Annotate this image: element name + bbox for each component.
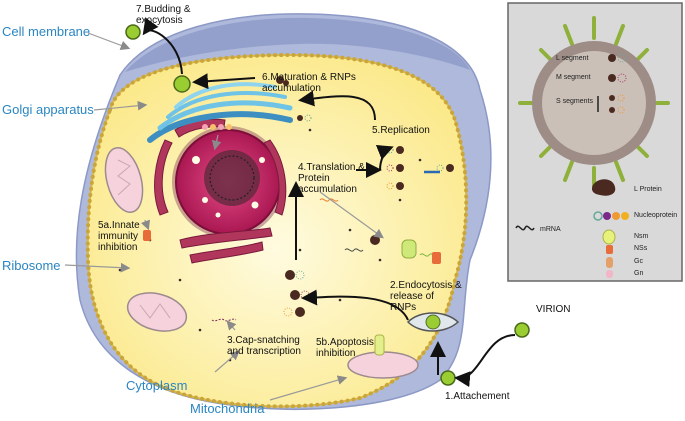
mitochondria-shapes <box>104 147 419 379</box>
label-golgi-apparatus: Golgi apparatus <box>2 102 94 117</box>
legend-l-protein: L Protein <box>634 186 662 193</box>
step-attachment: 1.Attachement <box>445 391 510 402</box>
process-arrows <box>142 17 516 388</box>
legend-gn: Gn <box>634 270 644 277</box>
legend-panel <box>507 2 683 282</box>
endoplasmic-reticulum <box>154 118 287 264</box>
cell-membrane-dots <box>85 52 469 409</box>
legend-nss: NSs <box>634 245 648 252</box>
legend-mrna: mRNA <box>540 226 561 233</box>
legend-l-segment: L segment <box>556 55 589 62</box>
endosome <box>406 312 460 332</box>
step-apoptosis: 5b.Apoptosis inhibition <box>316 337 374 359</box>
label-virion: VIRION <box>536 304 571 315</box>
label-cytoplasm: Cytoplasm <box>126 378 188 393</box>
leader-lines <box>64 32 384 401</box>
legend-s-segments: S segments <box>556 98 593 105</box>
step-innate: 5a.Innate immunity inhibition <box>98 220 140 253</box>
label-mitochondria: Mitochondria <box>190 401 265 416</box>
legend-nucleoprotein: Nucleoprotein <box>634 212 678 219</box>
legend-nsm: Nsm <box>634 233 649 240</box>
nucleus <box>172 126 284 238</box>
legend-m-segment: M segment <box>556 74 591 81</box>
step-maturation: 6.Maturation & RNPs accumulation <box>262 72 356 94</box>
step-replication: 5.Replication <box>372 125 430 136</box>
step-budding: 7.Budding & exocytosis <box>136 4 191 26</box>
step-cap: 3.Cap-snatching and transcription <box>227 335 301 357</box>
viral-rnp-clusters <box>143 76 454 356</box>
label-cell-membrane: Cell membrane <box>2 24 91 39</box>
step-endocytosis: 2.Endocytosis & release of RNPs <box>390 280 462 313</box>
virion-icons <box>125 24 530 386</box>
step-translation: 4.Translation & Protein accumulation <box>298 162 365 195</box>
legend-gc: Gc <box>634 258 643 265</box>
label-ribosome: Ribosome <box>2 258 61 273</box>
golgi-apparatus <box>147 82 293 143</box>
